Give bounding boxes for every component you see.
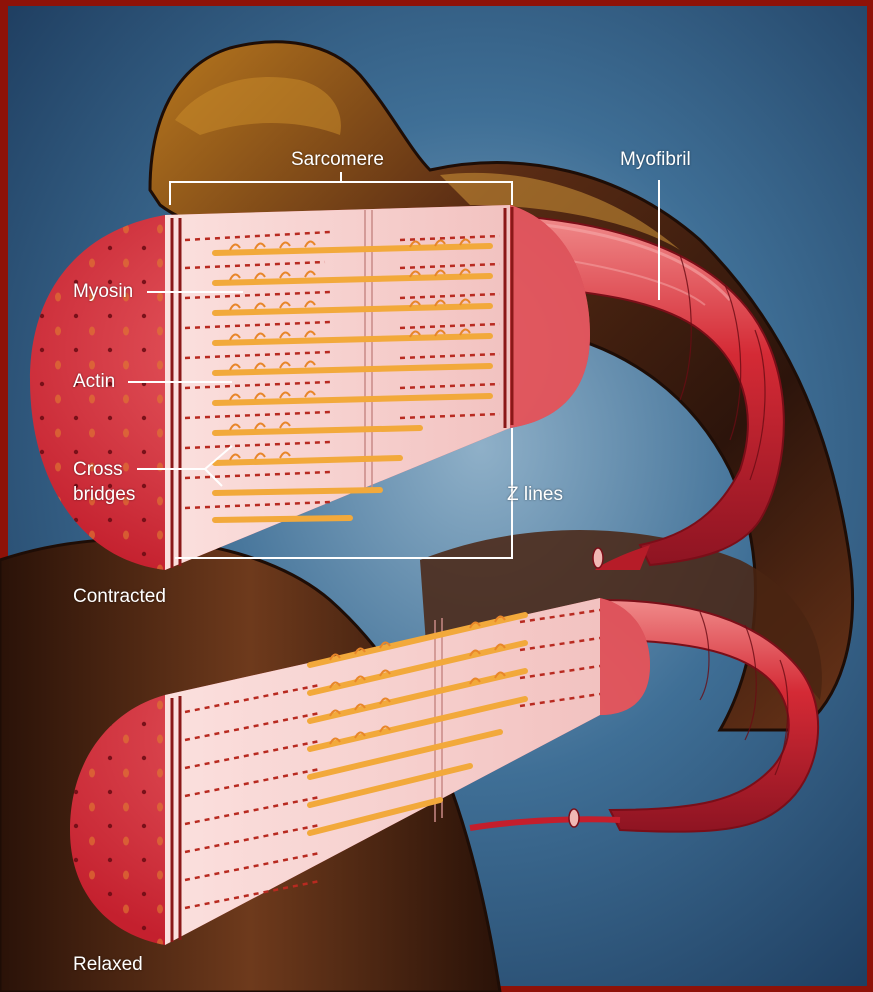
contracted-label: Contracted (73, 586, 166, 608)
relaxed-label: Relaxed (73, 954, 143, 976)
actin-label: Actin (73, 371, 115, 393)
myofibril-label: Myofibril (620, 149, 691, 171)
contracted-fiber-end (593, 548, 603, 568)
sarcomere-label: Sarcomere (291, 149, 384, 171)
myosin-label: Myosin (73, 281, 133, 303)
cross-bridges-label-line2: bridges (73, 484, 135, 506)
cross-bridges-label-line1: Cross (73, 459, 123, 481)
z-lines-label: Z lines (507, 484, 563, 506)
relaxed-fiber-end (569, 809, 579, 827)
